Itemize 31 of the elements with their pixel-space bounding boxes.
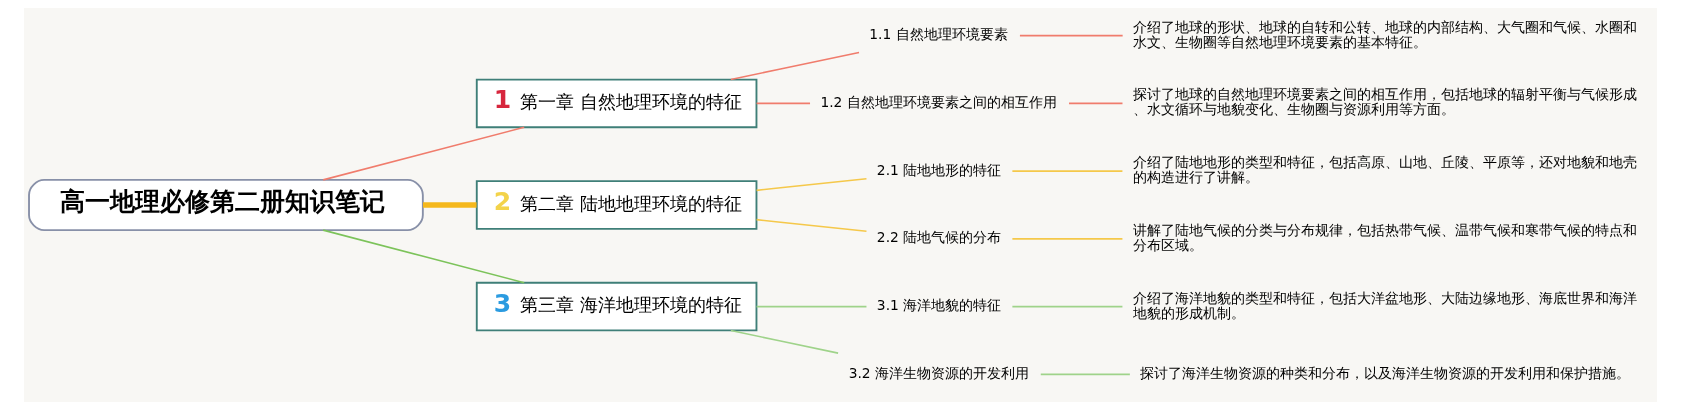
- node-text: 3.2 海洋生物资源的开发利用: [848, 364, 1029, 381]
- node-text: 探讨了地球的自然地理环境要素之间的相互作用，包括地球的辐射平衡与气候形成、水文循环与地貌变化、生物圈与资源利用等方面。: [1132, 86, 1637, 118]
- connector: [1011, 305, 1124, 308]
- node-text: 探讨了海洋生物资源的种类和分布，以及海洋生物资源的开发利用和保护措施。: [1140, 364, 1631, 381]
- connector: [730, 329, 839, 354]
- connector: [755, 305, 868, 308]
- node-box: 2 第二章 陆地地理环境的特征: [475, 180, 758, 230]
- node-text: 介绍了地球的形状、地球的自转和公转、地球的内部结构、大气圈和气候、水圈和水文、生物圈等自然地理环境要素的基本特征。: [1132, 18, 1637, 50]
- connector: [730, 51, 860, 81]
- node-box: 3 第三章 海洋地理环境的特征: [475, 281, 758, 332]
- connector: [1039, 373, 1131, 376]
- node-text: 介绍了海洋地貌的类型和特征，包括大洋盆地形、大陆边缘地形、海底世界和海洋地貌的形成机制。: [1132, 289, 1637, 321]
- node-text: 2.1 陆地地形的特征: [876, 161, 1002, 178]
- node-box: 1 第一章 自然地理环境的特征: [475, 78, 758, 129]
- connector: [755, 218, 868, 233]
- node-text: 讲解了陆地气候的分类与分布规律，包括热带气候、温带气候和寒带气候的特点和分布区域。: [1132, 221, 1637, 253]
- connector: [1068, 102, 1124, 105]
- node-text: 3.1 海洋地貌的特征: [876, 297, 1002, 314]
- node-text: 2.2 陆地气候的分布: [876, 229, 1002, 246]
- connector: [322, 229, 525, 284]
- connector: [1011, 238, 1124, 240]
- node-box: 高一地理必修第二册知识笔记: [28, 179, 424, 231]
- node-text: 1.2 自然地理环境要素之间的相互作用: [820, 93, 1057, 110]
- connector: [755, 102, 811, 105]
- connector: [1011, 170, 1124, 172]
- connector: [423, 202, 477, 208]
- connector: [1019, 34, 1124, 37]
- connector: [755, 177, 868, 192]
- node-text: 1.1 自然地理环境要素: [869, 26, 1008, 43]
- connector: [322, 126, 525, 181]
- node-text: 介绍了陆地地形的类型和特征，包括高原、山地、丘陵、平原等，还对地貌和地壳的构造进行了讲解。: [1132, 154, 1637, 186]
